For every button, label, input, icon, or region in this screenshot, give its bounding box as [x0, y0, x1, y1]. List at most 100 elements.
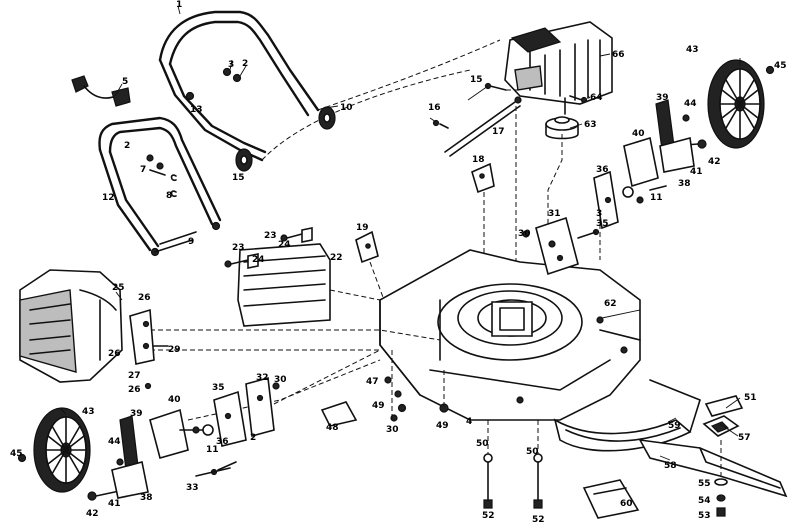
grass-bag: [19, 269, 123, 383]
callout-c5: 5: [122, 77, 128, 87]
callout-c43b: 43: [686, 45, 699, 55]
callout-c40a: 40: [168, 395, 181, 405]
callout-c36a: 36: [216, 437, 229, 447]
lower-handle-hardware: [146, 154, 177, 198]
callout-c52b: 52: [532, 515, 545, 525]
deck-hardware: [384, 350, 449, 422]
callout-c9: 9: [188, 237, 194, 247]
rear-flap: [237, 243, 381, 327]
callout-c2c: 2: [250, 433, 256, 443]
callout-c45a: 45: [10, 449, 23, 459]
callout-c62: 62: [604, 299, 617, 309]
callout-c54: 54: [698, 496, 711, 506]
mower-deck: [379, 249, 641, 421]
callout-c43a: 43: [82, 407, 95, 417]
callout-c25: 25: [112, 283, 125, 293]
callout-c23a: 23: [232, 243, 245, 253]
callout-c41b: 41: [690, 167, 703, 177]
side-bracket-right: [522, 170, 619, 276]
callout-c30b: 30: [518, 229, 531, 239]
callout-c30a: 30: [274, 375, 287, 385]
callout-c4: 4: [466, 417, 472, 427]
callout-c10: 10: [340, 103, 353, 113]
callout-c27: 27: [128, 371, 141, 381]
callout-c8: 8: [166, 191, 172, 201]
callout-c22: 22: [330, 253, 343, 263]
callout-c30c: 30: [386, 425, 399, 435]
callout-c36b: 36: [596, 165, 609, 175]
callout-c23b: 23: [264, 231, 277, 241]
callout-c35a: 35: [212, 383, 225, 393]
handle-knob-upper: [318, 106, 336, 130]
callout-c58: 58: [664, 461, 677, 471]
callout-c60: 60: [620, 499, 633, 509]
callout-labels: 1 2 3 5 10 13 15 16 17 18 19 2 7 8 12 9 …: [10, 0, 787, 525]
blade: [638, 438, 788, 498]
deflector-48: [320, 401, 358, 427]
callout-c66: 66: [612, 50, 625, 60]
callout-c45b: 45: [774, 61, 787, 71]
callout-c49a: 49: [372, 401, 385, 411]
leader-lines: [59, 5, 741, 461]
callout-c44b: 44: [684, 99, 697, 109]
callout-c63: 63: [584, 120, 597, 130]
callout-c55: 55: [698, 479, 711, 489]
callout-c38a: 38: [140, 493, 153, 503]
blade-bolt-stack: [714, 440, 728, 517]
control-rod: [432, 96, 522, 280]
upper-handle: [158, 10, 501, 162]
callout-c26c: 26: [128, 385, 141, 395]
callout-c2a: 2: [242, 59, 248, 69]
callout-c49b: 49: [436, 421, 449, 431]
callout-c50a: 50: [476, 439, 489, 449]
callout-c7: 7: [140, 165, 146, 175]
callout-c59: 59: [668, 421, 681, 431]
callout-c3a: 3: [228, 60, 234, 70]
callout-c32: 32: [256, 373, 269, 383]
callout-c42b: 42: [708, 157, 721, 167]
callout-c47: 47: [366, 377, 379, 387]
callout-c24a: 24: [252, 255, 265, 265]
height-adjuster-right: [622, 99, 695, 204]
callout-c26b: 26: [108, 349, 121, 359]
callout-c1: 1: [176, 0, 182, 10]
callout-c42a: 42: [86, 509, 99, 519]
callout-c16: 16: [428, 103, 441, 113]
callout-c50b: 50: [526, 447, 539, 457]
callout-c41a: 41: [108, 499, 121, 509]
callout-c11b: 11: [650, 193, 663, 203]
callout-c35b: 35: [596, 219, 609, 229]
blade-bolts: [483, 420, 543, 509]
callout-c39b: 39: [656, 93, 669, 103]
wheel-rear-right: [707, 59, 765, 149]
callout-c51: 51: [744, 393, 757, 403]
callout-c39a: 39: [130, 409, 143, 419]
callout-c15: 15: [470, 75, 483, 85]
engine-bolts: [484, 82, 588, 104]
callout-c38b: 38: [678, 179, 691, 189]
callout-c29: 29: [168, 345, 181, 355]
callout-c31: 31: [548, 209, 561, 219]
callout-c44a: 44: [108, 437, 121, 447]
blade-adapter-lower: [702, 395, 744, 437]
callout-c17: 17: [492, 127, 505, 137]
callout-c64: 64: [590, 93, 603, 103]
callout-c18: 18: [472, 155, 485, 165]
callout-c53: 53: [698, 511, 711, 521]
bracket-19: [355, 230, 385, 301]
wheel-front-left: [33, 407, 91, 493]
callout-c3b: 3: [596, 209, 602, 219]
callout-c15b: 15: [232, 173, 245, 183]
callout-c2b: 2: [124, 141, 130, 151]
callout-c24b: 24: [278, 240, 291, 250]
callout-c11a: 11: [206, 445, 219, 455]
callout-c48: 48: [326, 423, 339, 433]
callout-c57: 57: [738, 433, 751, 443]
wheel-bolt-right: [671, 65, 775, 149]
callout-c40b: 40: [632, 129, 645, 139]
callout-c12: 12: [102, 193, 115, 203]
bracket-18: [471, 162, 495, 260]
callout-c33: 33: [186, 483, 199, 493]
handle-hardware: [185, 59, 247, 101]
